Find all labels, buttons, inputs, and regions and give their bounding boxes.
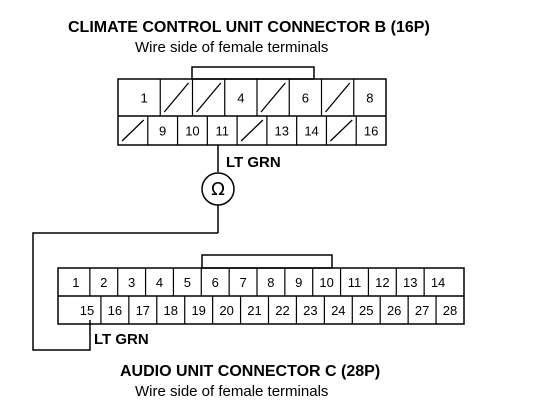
terminal-number: 26	[387, 303, 401, 318]
terminal-number: 11	[348, 275, 362, 290]
connector-b	[117, 66, 387, 146]
terminal-number: 23	[303, 303, 317, 318]
terminal-number: 24	[331, 303, 345, 318]
terminal-number: 17	[136, 303, 150, 318]
terminal-number: 27	[415, 303, 429, 318]
unused-terminal-slash	[196, 82, 222, 113]
terminal-number: 16	[364, 124, 378, 139]
terminal-number: 11	[215, 124, 229, 139]
unused-terminal-slash	[325, 82, 351, 113]
unused-terminal-slash	[260, 82, 286, 113]
connector-b-title: CLIMATE CONTROL UNIT CONNECTOR B (16P)	[68, 19, 430, 36]
terminal-number: 14	[304, 124, 318, 139]
terminal-number: 20	[219, 303, 233, 318]
terminal-number: 6	[212, 275, 219, 290]
terminal-number: 7	[239, 275, 246, 290]
terminal-number: 3	[128, 275, 135, 290]
test-wire	[32, 145, 219, 351]
ohmmeter: Ω	[201, 172, 235, 206]
connector-c-lock-tab	[201, 254, 333, 269]
unused-terminal-slash	[240, 119, 264, 142]
terminal-number: 28	[443, 303, 457, 318]
terminal-number: 8	[267, 275, 274, 290]
wire-label-bottom: LT GRN	[94, 331, 149, 348]
terminal-number: 10	[185, 124, 199, 139]
terminal-number: 21	[247, 303, 261, 318]
connector-c-row2: 15 16 17 18 19 20 21 22 23 24 25 26 27 28	[80, 296, 457, 324]
connector-c-subtitle: Wire side of female terminals	[135, 383, 328, 400]
terminal-number: 10	[319, 275, 333, 290]
terminal-number: 4	[156, 275, 163, 290]
terminal-number: 9	[159, 124, 166, 139]
terminal-number: 12	[375, 275, 389, 290]
wire-label-top: LT GRN	[226, 154, 281, 171]
terminal-number: 15	[80, 303, 94, 318]
terminal-number: 22	[275, 303, 289, 318]
terminal-number: 18	[164, 303, 178, 318]
terminal-number: 6	[302, 91, 309, 106]
terminal-number: 13	[403, 275, 417, 290]
connector-b-body	[117, 78, 387, 146]
connector-c-title: AUDIO UNIT CONNECTOR C (28P)	[120, 363, 380, 380]
ohmmeter-icon	[201, 172, 235, 206]
terminal-number: 8	[366, 91, 373, 106]
connector-b-lock-tab	[191, 66, 315, 80]
ohm-symbol: Ω	[211, 179, 225, 200]
connector-b-row2: 9 10 11 13 14 16	[121, 116, 378, 145]
terminal-number: 1	[141, 91, 148, 106]
unused-terminal-slash	[121, 119, 145, 142]
terminal-number: 25	[359, 303, 373, 318]
terminal-number: 19	[191, 303, 205, 318]
unused-terminal-slash	[329, 119, 353, 142]
terminal-number: 5	[184, 275, 191, 290]
terminal-number: 9	[295, 275, 302, 290]
terminal-number: 14	[431, 275, 445, 290]
terminal-number: 2	[100, 275, 107, 290]
connector-b-subtitle: Wire side of female terminals	[135, 39, 328, 56]
terminal-number: 13	[275, 124, 289, 139]
terminal-number: 1	[72, 275, 79, 290]
unused-terminal-slash	[163, 82, 189, 113]
terminal-number: 4	[237, 91, 244, 106]
connector-b-row1: 1 4 6 8	[141, 79, 373, 116]
terminal-number: 16	[108, 303, 122, 318]
